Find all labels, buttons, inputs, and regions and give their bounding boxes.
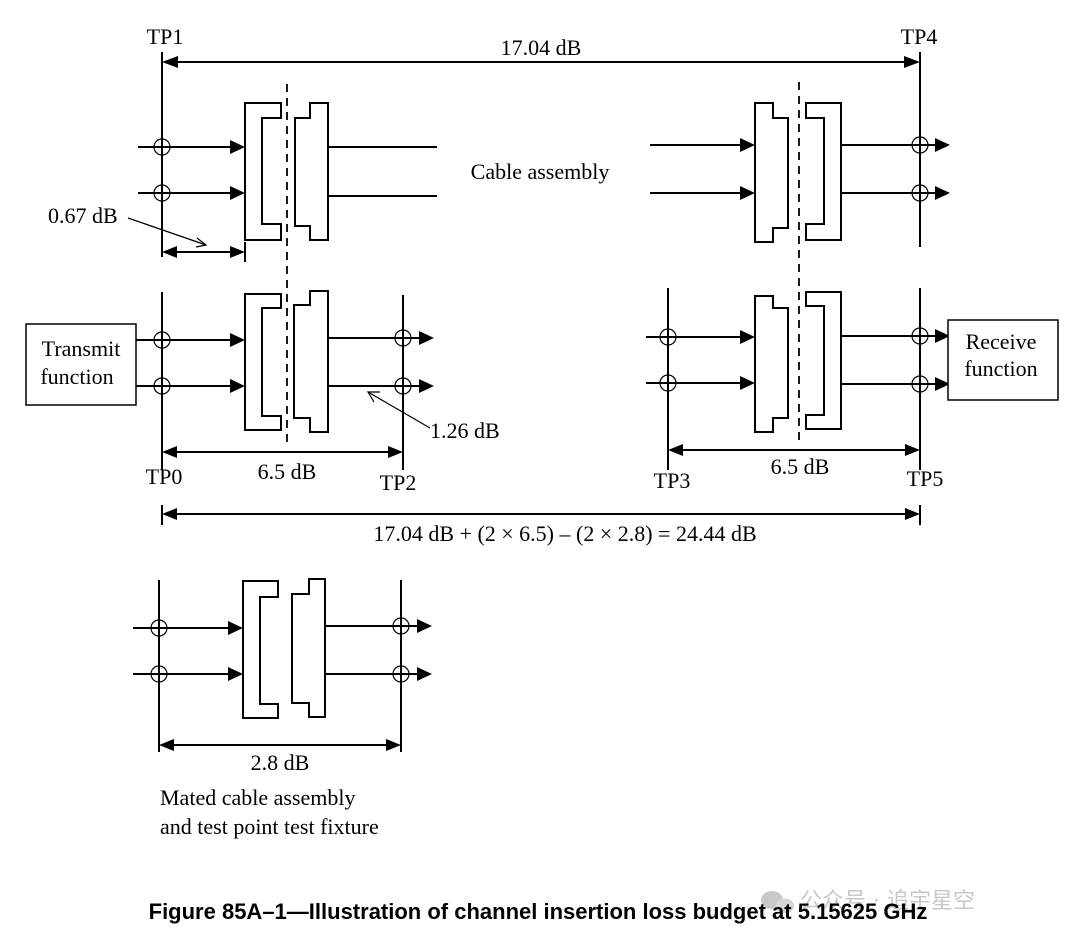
- transmit-test-fixture: [136, 290, 434, 458]
- transmit-line1: Transmit: [42, 336, 121, 361]
- mated-caption-line1: Mated cable assembly: [160, 785, 356, 810]
- mated-fixture-loss-label: 2.8 dB: [251, 750, 310, 775]
- budget-equation-label: 17.04 dB + (2 × 6.5) – (2 × 2.8) = 24.44…: [373, 521, 756, 546]
- figure-caption: Figure 85A–1—Illustration of channel ins…: [149, 899, 928, 924]
- trace-loss-label: 1.26 dB: [430, 418, 500, 443]
- transmit-line2: function: [40, 364, 113, 389]
- cable-assembly-left: [127, 102, 437, 262]
- receive-line2: function: [964, 356, 1037, 381]
- dimension-total-budget: [162, 508, 920, 520]
- tp3-label: TP3: [654, 468, 691, 493]
- transmit-function-block: Transmit function: [25, 323, 137, 406]
- wechat-icon: [761, 891, 794, 914]
- watermark: 公众号 · 追宇星空: [761, 889, 975, 914]
- tp1-label: TP1: [147, 24, 184, 49]
- top-loss-label: 17.04 dB: [501, 35, 582, 60]
- mated-caption-line2: and test point test fixture: [160, 814, 379, 839]
- cable-assembly-right: [650, 102, 950, 243]
- watermark-text: 公众号 · 追宇星空: [800, 889, 975, 914]
- cable-assembly-label: Cable assembly: [471, 159, 610, 184]
- tp4-label: TP4: [901, 24, 938, 49]
- receive-function-block: Receive function: [947, 319, 1059, 401]
- mated-test-fixture: [133, 578, 432, 751]
- tx-fixture-loss-label: 6.5 dB: [258, 459, 317, 484]
- tp5-label: TP5: [907, 466, 944, 491]
- test-point-lines: [158, 52, 921, 752]
- mated-loss-label: 0.67 dB: [48, 203, 118, 228]
- tp0-label: TP0: [146, 464, 183, 489]
- tp2-label: TP2: [380, 470, 417, 495]
- receive-test-fixture: [646, 291, 950, 456]
- receive-line1: Receive: [966, 329, 1037, 354]
- dimension-top: [162, 56, 920, 68]
- rx-fixture-loss-label: 6.5 dB: [771, 454, 830, 479]
